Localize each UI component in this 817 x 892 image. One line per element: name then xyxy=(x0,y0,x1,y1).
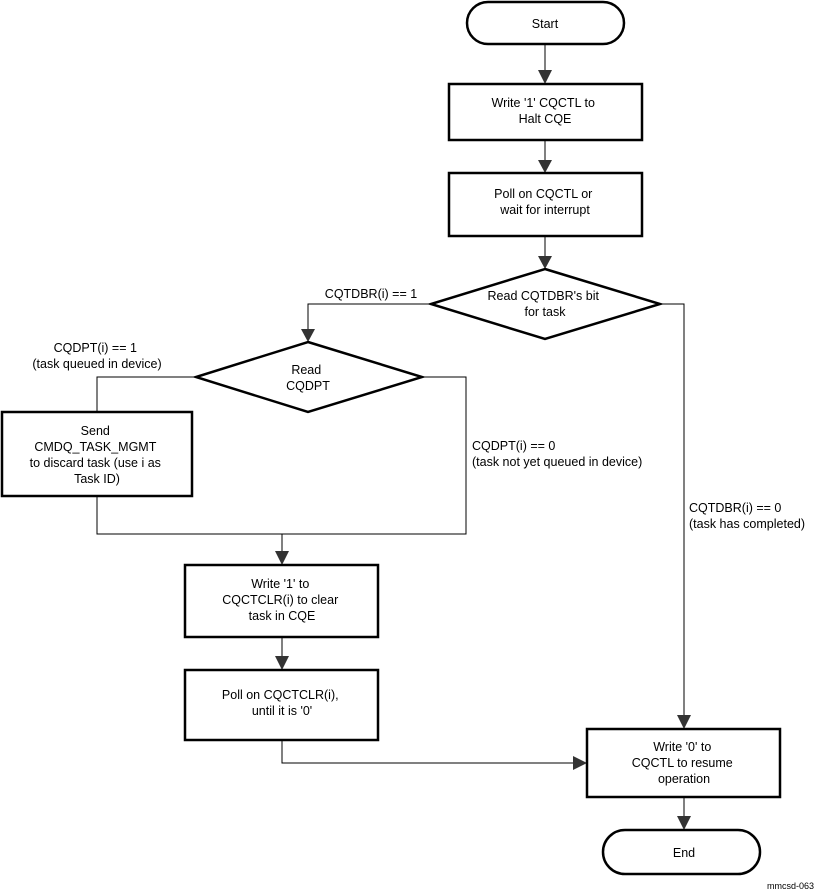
edge-cqtdbr-zero xyxy=(660,303,685,717)
arrowhead xyxy=(301,329,315,342)
node-line: Send xyxy=(81,424,110,438)
node-clear-task: Write '1' to CQCTCLR(i) to clear task in… xyxy=(183,563,380,639)
node-end: End xyxy=(601,828,762,876)
clear-task-text: Write '1' to CQCTCLR(i) to clear task in… xyxy=(222,577,341,623)
end-terminal xyxy=(601,828,762,876)
node-line: Poll on CQCTCLR(i), xyxy=(222,688,339,702)
send-task-mgmt-box xyxy=(0,410,194,498)
node-line: End xyxy=(673,846,695,860)
arrowhead xyxy=(538,160,552,173)
node-line: Write '0' to xyxy=(653,740,711,754)
node-line: Task ID) xyxy=(74,472,120,486)
edge-label-cqdpt-one: CQDPT(i) == 1 (task queued in device) xyxy=(32,341,161,371)
edge-cqtdbr-one xyxy=(307,303,431,331)
poll-cqctclr-text: Poll on CQCTCLR(i), until it is '0' xyxy=(222,688,342,718)
read-cqtdbr-decision xyxy=(426,267,665,341)
node-line: Read xyxy=(291,363,321,377)
node-send-task-mgmt: Send CMDQ_TASK_MGMT to discard task (use… xyxy=(0,410,194,498)
node-line: Read CQTDBR's bit xyxy=(488,289,600,303)
arrowhead xyxy=(275,551,289,565)
start-terminal xyxy=(465,0,626,46)
arrowhead xyxy=(573,756,587,770)
node-line: CQCTL to resume xyxy=(632,756,733,770)
label-line: (task has completed) xyxy=(689,517,805,531)
read-cqdpt-decision xyxy=(191,340,427,414)
edge-label-cqtdbr-one: CQTDBR(i) == 1 xyxy=(325,287,417,301)
arrowhead xyxy=(275,656,289,670)
arrowhead xyxy=(538,70,552,84)
label-line: CQTDBR(i) == 1 xyxy=(325,287,417,301)
node-poll-cqctclr: Poll on CQCTCLR(i), until it is '0' xyxy=(183,668,380,742)
connectors xyxy=(96,44,691,830)
halt-cqe-text: Write '1' CQCTL to Halt CQE xyxy=(492,96,599,126)
send-task-mgmt-text: Send CMDQ_TASK_MGMT to discard task (use… xyxy=(30,424,165,486)
edge-cqdpt-zero xyxy=(282,376,467,535)
poll-cqctl-box xyxy=(447,171,644,238)
node-line: to discard task (use i as xyxy=(30,456,161,470)
node-line: wait for interrupt xyxy=(499,203,590,217)
poll-cqctclr-box xyxy=(183,668,380,742)
halt-cqe-box xyxy=(447,82,644,142)
node-line: Poll on CQCTL or xyxy=(494,187,592,201)
node-halt-cqe: Write '1' CQCTL to Halt CQE xyxy=(447,82,644,142)
resume-text: Write '0' to CQCTL to resume operation xyxy=(632,740,736,786)
resume-box xyxy=(585,727,782,799)
arrowhead xyxy=(677,715,691,729)
poll-cqctl-text: Poll on CQCTL or wait for interrupt xyxy=(494,187,596,217)
label-line: (task not yet queued in device) xyxy=(472,455,642,469)
edge-label-cqtdbr-zero: CQTDBR(i) == 0 (task has completed) xyxy=(689,501,805,531)
node-line: until it is '0' xyxy=(252,704,312,718)
node-line: CQDPT xyxy=(286,379,330,393)
label-line: CQTDBR(i) == 0 xyxy=(689,501,781,515)
edge-send-merge xyxy=(96,496,283,553)
node-line: Start xyxy=(532,17,559,31)
node-read-cqdpt: Read CQDPT xyxy=(191,340,427,414)
node-line: Halt CQE xyxy=(519,112,572,126)
arrowhead xyxy=(677,816,691,830)
node-line: operation xyxy=(658,772,710,786)
label-line: CQDPT(i) == 0 xyxy=(472,439,555,453)
edge-label-cqdpt-zero: CQDPT(i) == 0 (task not yet queued in de… xyxy=(472,439,642,469)
end-text: End xyxy=(673,846,695,860)
node-line: for task xyxy=(525,305,567,319)
node-line: CMDQ_TASK_MGMT xyxy=(34,440,156,454)
node-line: task in CQE xyxy=(249,609,316,623)
node-read-cqtdbr: Read CQTDBR's bit for task xyxy=(426,267,665,341)
node-line: Write '1' CQCTL to xyxy=(492,96,595,110)
label-line: (task queued in device) xyxy=(32,357,161,371)
node-resume: Write '0' to CQCTL to resume operation xyxy=(585,727,782,799)
edge-cqdpt-one xyxy=(96,376,196,412)
edge-poll-to-resume xyxy=(281,740,575,764)
read-cqdpt-text: Read CQDPT xyxy=(286,363,330,393)
label-line: CQDPT(i) == 1 xyxy=(54,341,137,355)
node-start: Start xyxy=(465,0,626,46)
start-text: Start xyxy=(532,17,559,31)
figure-caption: mmcsd-063 xyxy=(767,881,814,891)
arrowhead xyxy=(538,256,552,269)
node-line: CQCTCLR(i) to clear xyxy=(222,593,338,607)
node-poll-cqctl: Poll on CQCTL or wait for interrupt xyxy=(447,171,644,238)
node-line: Write '1' to xyxy=(251,577,309,591)
read-cqtdbr-text: Read CQTDBR's bit for task xyxy=(488,289,603,319)
clear-task-box xyxy=(183,563,380,639)
